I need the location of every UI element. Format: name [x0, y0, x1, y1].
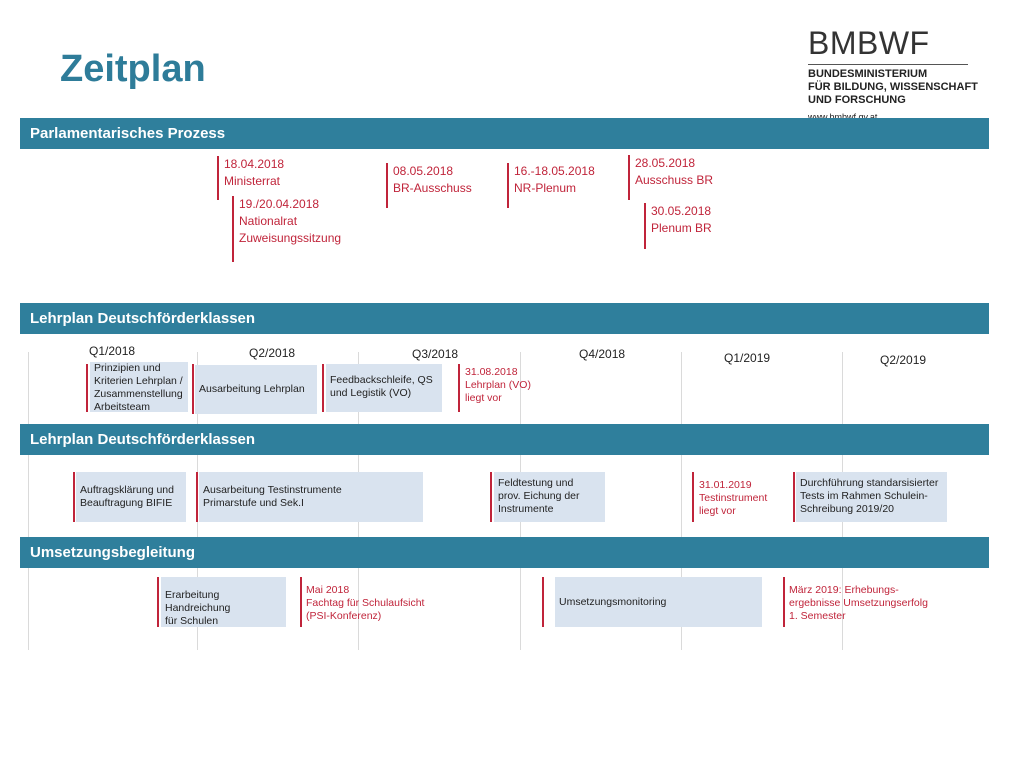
task-ausarbeitung-testinstrumente: Ausarbeitung Testinstrumente Primarstufe… [199, 472, 423, 522]
task-text: Primarstufe und Sek.I [203, 497, 304, 509]
task-text: und Legistik (VO) [330, 387, 412, 399]
task-start-marker [157, 577, 159, 627]
milestone-testinstrument: 31.01.2019 Testinstrument liegt vor [699, 479, 767, 518]
milestone-date: 16.-18.05.2018 [514, 164, 595, 178]
milestone-ausschuss-br: 28.05.2018 Ausschuss BR [628, 155, 713, 200]
logo-line-3: UND FORSCHUNG [808, 94, 906, 106]
quarter-gridline [681, 352, 682, 650]
logo-line-2: FÜR BILDUNG, WISSENSCHAFT [808, 81, 978, 93]
milestone-label: liegt vor [699, 505, 736, 517]
milestone-label: BR-Ausschuss [393, 181, 472, 195]
task-start-marker [73, 472, 75, 522]
task-start-marker [86, 364, 88, 412]
milestone-lehrplan-vo: 31.08.2018 Lehrplan (VO) liegt vor [465, 366, 531, 405]
task-text: Umsetzungsmonitoring [559, 596, 667, 608]
quarter-label-q2-2018: Q2/2018 [249, 346, 296, 360]
task-auftragsklaerung: Auftragsklärung und Beauftragung BIFIE [76, 472, 186, 522]
milestone-label: ergebnisse Umsetzungserfolg [789, 597, 928, 609]
bmbwf-logo: BMBWF BUNDESMINISTERIUM FÜR BILDUNG, WIS… [808, 26, 988, 122]
milestone-label: 1. Semester [789, 610, 846, 622]
milestone-label: liegt vor [465, 392, 502, 404]
quarter-label-q1-2018: Q1/2018 [89, 344, 136, 358]
section-header-lehrplan: Lehrplan Deutschförderklassen [20, 303, 989, 334]
milestone-date: März 2019: Erhebungs- [789, 584, 899, 596]
task-text: Ausarbeitung Testinstrumente [203, 484, 342, 496]
milestone-label: Nationalrat [239, 214, 298, 228]
milestone-label: Plenum BR [651, 221, 712, 235]
milestone-label: Ausschuss BR [635, 173, 714, 187]
logo-url: www.bmbwf.gv.at [808, 112, 878, 122]
milestone-nationalrat: 19./20.04.2018 Nationalrat Zuweisungssit… [232, 196, 341, 262]
milestone-date: 28.05.2018 [635, 156, 696, 170]
milestone-ministerrat: 18.04.2018 Ministerrat [217, 156, 284, 200]
task-text: Durchführung standarsisierter [800, 477, 939, 489]
quarter-label-q4-2018: Q4/2018 [579, 347, 626, 361]
section-header-lehrplan-testung: Lehrplan Deutschförderklassen [20, 424, 989, 455]
quarter-label-q3-2018: Q3/2018 [412, 347, 459, 361]
section-header-parlament: Parlamentarisches Prozess [20, 118, 989, 149]
task-text: Prinzipien und [94, 362, 161, 374]
task-text: Zusammenstellung [94, 388, 183, 400]
milestone-date: Mai 2018 [306, 584, 350, 596]
milestone-date: 18.04.2018 [224, 157, 285, 171]
task-feedbackschleife: Feedbackschleife, QS und Legistik (VO) [326, 364, 442, 412]
task-text: Feldtestung und [498, 477, 574, 489]
section-header-umsetzung: Umsetzungsbegleitung [20, 537, 989, 568]
task-feldtestung: Feldtestung und prov. Eichung der Instru… [494, 472, 605, 522]
task-text: Schreibung 2019/20 [800, 503, 894, 515]
milestone-label: Fachtag für Schulaufsicht [306, 597, 425, 609]
milestone-fachtag: Mai 2018 Fachtag für Schulaufsicht (PSI-… [306, 584, 424, 623]
task-start-marker [322, 364, 324, 412]
milestone-label: NR-Plenum [514, 181, 577, 195]
task-start-marker [542, 577, 544, 627]
task-text: Erarbeitung Handreichung [165, 589, 231, 614]
milestone-marker [692, 472, 694, 522]
milestone-date: 31.01.2019 [699, 479, 752, 491]
milestone-label: Testinstrument [699, 492, 768, 504]
task-text: Instrumente [498, 503, 554, 515]
milestone-label: (PSI-Konferenz) [306, 610, 382, 622]
task-start-marker [490, 472, 492, 522]
task-text: Beauftragung BIFIE [80, 497, 173, 509]
milestone-date: 30.05.2018 [651, 204, 712, 218]
logo-wordmark: BMBWF [808, 25, 930, 61]
milestone-br-ausschuss: 08.05.2018 BR-Ausschuss [386, 163, 472, 208]
task-text: Ausarbeitung Lehrplan [199, 383, 305, 395]
task-text: Feedbackschleife, QS [330, 374, 433, 386]
milestone-label: Ministerrat [224, 174, 281, 188]
page-title: Zeitplan [60, 48, 206, 90]
milestone-marker [300, 577, 302, 627]
milestone-date: 08.05.2018 [393, 164, 454, 178]
milestone-label: Lehrplan (VO) [465, 379, 531, 391]
task-text: prov. Eichung der [498, 490, 580, 502]
task-text: Kriterien Lehrplan / [94, 375, 183, 387]
milestone-marker [783, 577, 785, 627]
logo-line-1: BUNDESMINISTERIUM [808, 68, 928, 80]
task-ausarbeitung-lehrplan: Ausarbeitung Lehrplan [195, 365, 317, 414]
logo-divider [808, 64, 968, 65]
milestone-date: 31.08.2018 [465, 366, 518, 378]
task-durchfuehrung-tests: Durchführung standarsisierter Tests im R… [796, 472, 947, 522]
milestone-nr-plenum: 16.-18.05.2018 NR-Plenum [507, 163, 595, 208]
milestone-label: Zuweisungssitzung [239, 231, 342, 245]
task-text: Tests im Rahmen Schulein- [800, 490, 928, 502]
quarter-gridline [28, 352, 29, 650]
quarter-label-q2-2019: Q2/2019 [880, 353, 927, 367]
milestone-plenum-br: 30.05.2018 Plenum BR [644, 203, 712, 249]
milestone-date: 19./20.04.2018 [239, 197, 320, 211]
task-start-marker [793, 472, 795, 522]
task-text: für Schulen [165, 615, 219, 627]
task-text: Arbeitsteam [94, 401, 151, 413]
task-text: Auftragsklärung und [80, 484, 174, 496]
task-umsetzungsmonitoring: Umsetzungsmonitoring [555, 577, 762, 627]
milestone-marker [458, 364, 460, 412]
task-start-marker [196, 472, 198, 522]
milestone-erhebungsergebnisse: März 2019: Erhebungs- ergebnisse Umsetzu… [789, 584, 928, 623]
task-prinzipien-kriterien: Prinzipien und Kriterien Lehrplan / Zusa… [90, 362, 188, 413]
task-handreichung: Erarbeitung Handreichung für Schulen [161, 577, 286, 627]
task-start-marker [192, 364, 194, 414]
quarter-label-q1-2019: Q1/2019 [724, 351, 771, 365]
